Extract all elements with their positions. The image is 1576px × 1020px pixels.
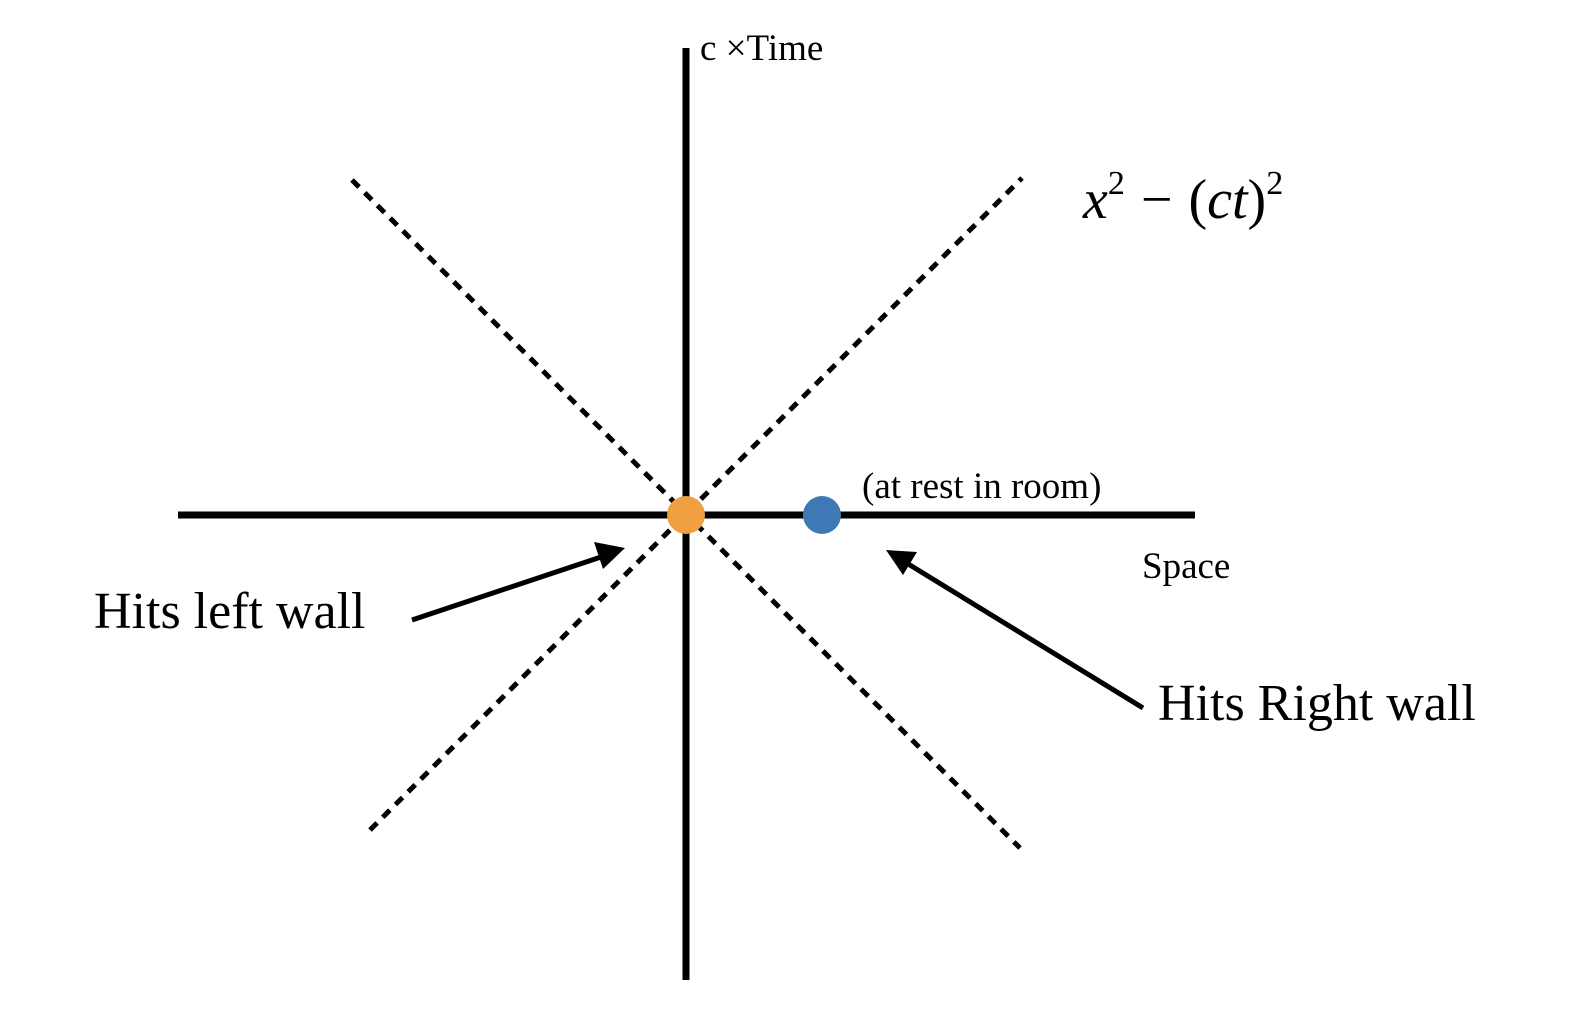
equation-exponent-2: 2 (1266, 165, 1283, 202)
origin-point (667, 496, 705, 534)
equation-open-paren: ( (1188, 169, 1207, 231)
time-axis-label: c ×Time (700, 28, 823, 69)
equation-minus: − (1141, 169, 1173, 231)
interval-equation: x2−(ct)2 (1082, 165, 1283, 231)
hits-left-wall-label: Hits left wall (94, 583, 366, 640)
equation-close-paren: ) (1248, 169, 1267, 231)
light-cone-line-rising (368, 176, 1024, 832)
hits-right-wall-label: Hits Right wall (1158, 675, 1476, 732)
equation-exponent-1: 2 (1108, 165, 1125, 202)
at-rest-label: (at rest in room) (862, 466, 1101, 507)
equation-x: x (1082, 169, 1108, 231)
space-axis-label: Space (1142, 546, 1230, 587)
arrow-to-right-wall (886, 550, 1145, 711)
arrow-to-left-wall (411, 542, 625, 623)
equation-ct: ct (1207, 169, 1249, 231)
rest-point (803, 496, 841, 534)
